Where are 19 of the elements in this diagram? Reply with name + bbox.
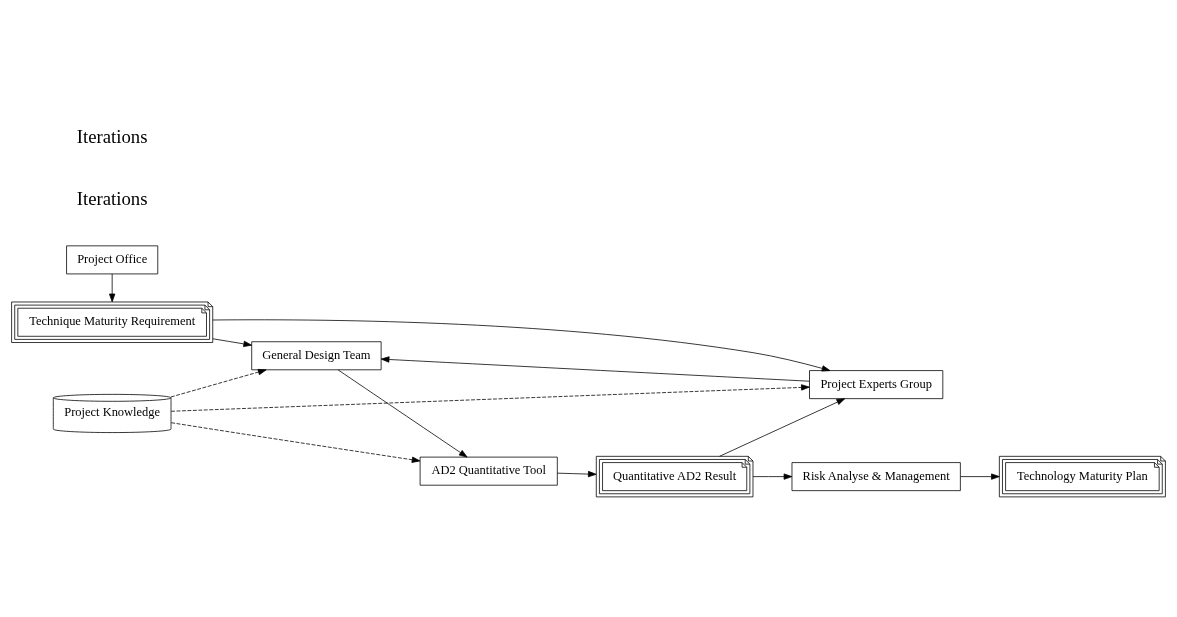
arrow xyxy=(960,473,1000,480)
arrow xyxy=(212,318,831,371)
node-box: Risk Analyse & Management xyxy=(791,461,961,491)
arrow xyxy=(719,397,846,457)
label: Iterations xyxy=(76,125,148,147)
arrow xyxy=(170,368,267,397)
arrow xyxy=(170,383,810,412)
arrow xyxy=(752,473,793,480)
arrow xyxy=(109,273,116,302)
node-box: General Design Team xyxy=(251,340,382,370)
node-box: Project Office xyxy=(66,244,159,274)
arrow xyxy=(380,355,810,382)
arrow xyxy=(212,337,252,347)
arrow xyxy=(337,369,468,457)
node-box: AD2 Quantitative Tool xyxy=(419,456,558,486)
node-box: Project Experts Group xyxy=(809,369,944,399)
arrow xyxy=(556,470,597,477)
label: Iterations xyxy=(76,187,148,209)
arrow xyxy=(170,421,421,463)
